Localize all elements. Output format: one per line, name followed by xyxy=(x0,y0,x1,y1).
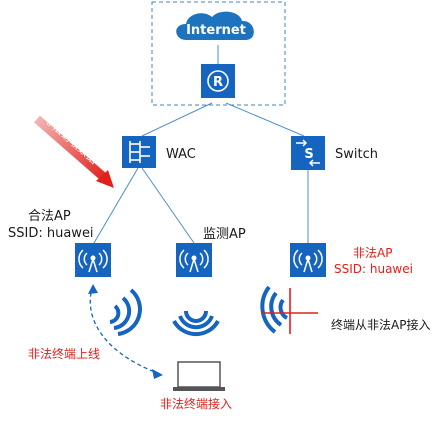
monitor-ap-label: 监测AP xyxy=(203,227,246,242)
arrow-right-icon xyxy=(152,369,163,379)
wifi-signal-icon-rogue xyxy=(260,285,318,334)
rogue-ap-name: 非法AP xyxy=(353,246,393,260)
data-theft-label: 非法窃取数据 xyxy=(42,113,101,167)
arrow-head-icon xyxy=(96,170,114,188)
legit-ap-icon xyxy=(75,243,111,277)
link-router-wac xyxy=(141,102,213,137)
blocked-cross-icon xyxy=(262,288,318,334)
arrow-up-icon xyxy=(88,284,98,294)
rogue-ap-ssid: SSID: huawei xyxy=(334,262,413,276)
rogue-ap-icon xyxy=(290,243,326,277)
illegal-terminal-online-label: 非法终端上线 xyxy=(28,347,101,361)
link-wac-legit-ap xyxy=(93,167,139,244)
terminal-via-rogue-ap-label: 终端从非法AP接入 xyxy=(331,318,431,332)
illegal-terminal-path xyxy=(88,284,163,379)
legit-ap-name: 合法AP xyxy=(28,209,71,224)
internet-label: Internet xyxy=(186,23,246,38)
illegal-terminal-access-label: 非法终端接入 xyxy=(160,397,233,411)
wifi-signal-icon-monitor xyxy=(172,310,220,337)
router-letter: R xyxy=(213,75,223,90)
cloud-icon: Internet xyxy=(176,11,254,40)
laptop-icon xyxy=(173,361,225,391)
wac-icon xyxy=(122,136,156,168)
router-icon: R xyxy=(201,64,235,98)
wac-label: WAC xyxy=(166,147,196,162)
switch-letter: S xyxy=(304,147,313,162)
legit-ap-ssid: SSID: huawei xyxy=(8,226,94,241)
connection-lines xyxy=(93,45,309,244)
switch-icon: S xyxy=(291,136,325,170)
link-wac-monitor-ap xyxy=(141,167,195,244)
internet-zone-frame xyxy=(151,1,286,106)
monitor-ap-icon xyxy=(176,243,212,277)
link-router-switch xyxy=(225,102,305,137)
switch-label: Switch xyxy=(335,147,378,162)
wifi-signal-icon-legit xyxy=(109,288,142,336)
data-theft-arrow: 非法窃取数据 xyxy=(34,113,114,188)
